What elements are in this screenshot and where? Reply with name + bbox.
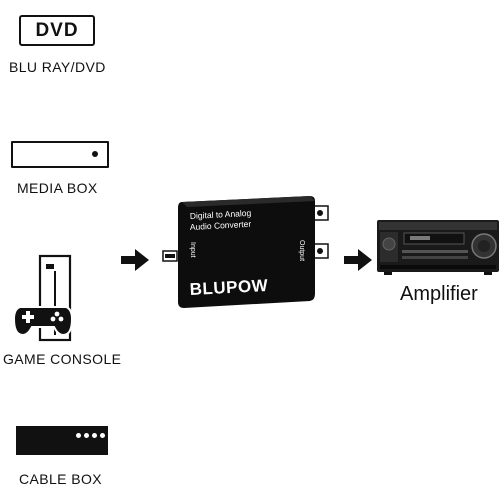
converter-title-line2: Audio Converter	[190, 219, 252, 232]
game-console-icon	[12, 254, 74, 342]
arrow-right-icon	[121, 249, 149, 271]
cable-box-dot	[76, 433, 81, 438]
blu-ray-dvd-label: BLU RAY/DVD	[9, 59, 106, 75]
output-port-label: Output	[298, 240, 305, 261]
input-selector-knob	[382, 237, 396, 251]
amplifier-foot	[484, 272, 492, 275]
display-readout	[410, 236, 430, 240]
gamepad-button-x	[50, 316, 56, 322]
cable-box-dot	[84, 433, 89, 438]
amplifier-label: Amplifier	[400, 283, 478, 305]
amplifier-button-row	[402, 256, 468, 259]
amplifier-display	[403, 232, 465, 245]
cable-box-icon	[16, 426, 108, 455]
dpad-vertical	[26, 311, 30, 323]
cable-box-label: CABLE BOX	[19, 471, 102, 487]
converter-body	[178, 196, 315, 308]
amplifier-base	[380, 265, 496, 269]
gamepad-button-a	[54, 311, 60, 317]
input-port-label: Input	[189, 242, 196, 258]
amplifier-button-row	[402, 250, 468, 253]
media-box-indicator-dot	[92, 151, 98, 157]
cable-box-dot	[100, 433, 105, 438]
console-button-shape	[46, 264, 54, 269]
rca-jack-top	[317, 210, 323, 216]
rca-jack-bottom	[317, 248, 323, 254]
amplifier-top-panel	[379, 222, 497, 230]
cable-box-dot	[92, 433, 97, 438]
converter-top-edge	[182, 196, 315, 207]
amplifier-icon	[377, 220, 499, 275]
media-box-icon	[11, 141, 109, 168]
arrow-right-icon	[344, 249, 372, 271]
optical-port-slot	[165, 254, 175, 258]
converter-device: Digital to Analog Audio Converter Input …	[162, 196, 329, 308]
amplifier-foot	[384, 272, 392, 275]
brand-logo: BLUPOW	[189, 276, 269, 299]
dvd-logo: DVD	[19, 15, 95, 46]
converter-title-line1: Digital to Analog	[190, 208, 252, 221]
volume-knob-center	[478, 240, 490, 252]
gamepad-button-b	[58, 316, 64, 322]
media-box-label: MEDIA BOX	[17, 180, 98, 196]
game-console-label: GAME CONSOLE	[3, 351, 122, 367]
